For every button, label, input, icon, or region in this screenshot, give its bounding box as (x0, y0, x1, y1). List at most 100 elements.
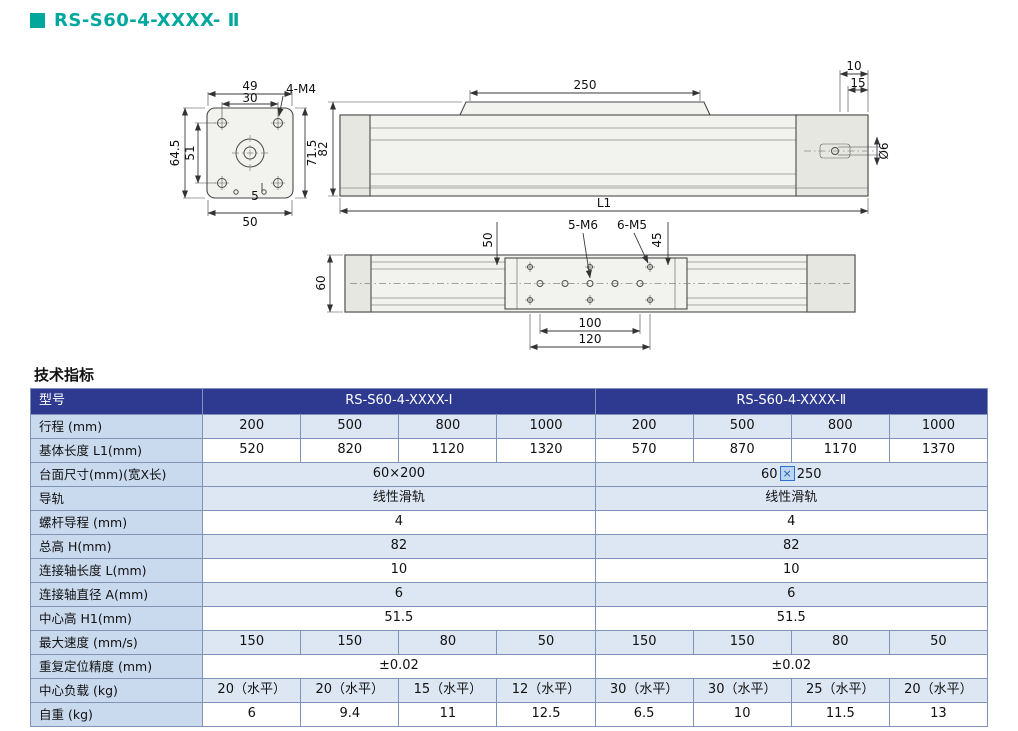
table-cell: 11.5 (790, 702, 890, 727)
page-title-text: RS-S60-4-XXXX- Ⅱ (54, 10, 240, 31)
dim-71-5: 71.5 (305, 140, 319, 167)
dim-82: 82 (316, 141, 330, 156)
table-row-stroke: 行程 (mm) 200 500 800 1000 200 500 800 100… (29, 414, 989, 439)
table-cell: 1000 (496, 414, 596, 439)
end-view-dims: 49 30 4-M4 64.5 51 71.5 5 50 (168, 79, 319, 229)
table-cell: 1320 (496, 438, 596, 463)
table-cell: 10 (594, 558, 989, 583)
side-view-dims: 250 10 15 82 L1 Ø6 (316, 59, 891, 215)
table-cell: 15（水平） (398, 678, 498, 703)
table-cell: 4 (202, 510, 596, 535)
table-row-base-length: 基体长度 L1(mm) 520 820 1120 1320 570 870 11… (29, 438, 989, 463)
table-cell: 51.5 (594, 606, 989, 631)
table-cell: 60×200 (202, 462, 596, 487)
dim-15: 15 (850, 76, 865, 90)
table-row-shaft-length: 连接轴长度 L(mm) 10 10 (29, 558, 989, 583)
table-cell: 30（水平） (594, 678, 694, 703)
table-cell: 800 (398, 414, 498, 439)
table-row-table-size: 台面尺寸(mm)(宽X长) 60×200 60×250 (29, 462, 989, 487)
table-cell: 6 (202, 582, 596, 607)
row-label: 重复定位精度 (mm) (29, 654, 204, 679)
row-label: 行程 (mm) (29, 414, 204, 439)
table-row-screw-lead: 螺杆导程 (mm) 4 4 (29, 510, 989, 535)
table-cell: 820 (300, 438, 400, 463)
table-size-value: 250 (796, 466, 822, 482)
table-cell: 80 (398, 630, 498, 655)
table-cell: 20（水平） (300, 678, 400, 703)
table-cell: 800 (790, 414, 890, 439)
table-cell: 1120 (398, 438, 498, 463)
table-cell: 50 (496, 630, 596, 655)
table-size-value: 60 (760, 466, 778, 482)
table-cell: 570 (594, 438, 694, 463)
table-cell: 20（水平） (888, 678, 989, 703)
dim-250: 250 (574, 78, 597, 92)
dim-5-M6: 5-M6 (568, 218, 598, 232)
technical-drawing: 49 30 4-M4 64.5 51 71.5 5 50 (168, 59, 891, 351)
dim-50-carriage: 50 (481, 232, 495, 247)
end-view (206, 107, 294, 199)
row-label: 最大速度 (mm/s) (29, 630, 204, 655)
table-cell: 线性滑轨 (202, 486, 596, 511)
title-bullet-icon (30, 13, 45, 28)
dim-45: 45 (650, 232, 664, 247)
table-cell: 60×250 (594, 462, 989, 487)
table-cell: 4 (594, 510, 989, 535)
table-cell: ±0.02 (594, 654, 989, 679)
table-row-max-speed: 最大速度 (mm/s) 150 150 80 50 150 150 80 50 (29, 630, 989, 655)
table-cell: 12（水平） (496, 678, 596, 703)
page-title: RS-S60-4-XXXX- Ⅱ (30, 10, 240, 31)
dim-10: 10 (846, 59, 861, 73)
row-label: 导轨 (29, 486, 204, 511)
row-label: 台面尺寸(mm)(宽X长) (29, 462, 204, 487)
row-label: 中心负载 (kg) (29, 678, 204, 703)
table-cell: 6.5 (594, 702, 694, 727)
table-cell: 10 (692, 702, 792, 727)
top-view-dims: 50 5-M6 6-M5 45 60 100 120 (314, 218, 672, 351)
dim-L1: L1 (597, 196, 611, 210)
row-label: 基体长度 L1(mm) (29, 438, 204, 463)
table-cell: 82 (202, 534, 596, 559)
dim-30: 30 (242, 91, 257, 105)
table-cell: 1370 (888, 438, 989, 463)
dim-51: 51 (183, 145, 197, 160)
dim-49: 49 (242, 79, 257, 93)
table-cell: 12.5 (496, 702, 596, 727)
table-cell: 11 (398, 702, 498, 727)
model-2-cell: RS-S60-4-XXXX-Ⅱ (594, 388, 989, 415)
table-cell: 50 (888, 630, 989, 655)
table-cell: 1000 (888, 414, 989, 439)
table-row-rail: 导轨 线性滑轨 线性滑轨 (29, 486, 989, 511)
row-label: 自重 (kg) (29, 702, 204, 727)
table-cell: 500 (300, 414, 400, 439)
table-row-total-height: 总高 H(mm) 82 82 (29, 534, 989, 559)
table-cell: 30（水平） (692, 678, 792, 703)
table-cell: 20（水平） (202, 678, 302, 703)
table-row-weight: 自重 (kg) 6 9.4 11 12.5 6.5 10 11.5 13 (29, 702, 989, 727)
table-cell: 150 (594, 630, 694, 655)
table-cell: 150 (692, 630, 792, 655)
table-cell: 500 (692, 414, 792, 439)
table-cell: ±0.02 (202, 654, 596, 679)
dim-64-5: 64.5 (168, 140, 182, 167)
table-cell: 13 (888, 702, 989, 727)
row-label: 中心高 H1(mm) (29, 606, 204, 631)
top-view (344, 254, 856, 313)
table-cell: 200 (594, 414, 694, 439)
dim-120: 120 (579, 332, 602, 346)
dim-60: 60 (314, 275, 328, 290)
table-row-center-load: 中心负载 (kg) 20（水平） 20（水平） 15（水平） 12（水平） 30… (29, 678, 989, 703)
dim-50-bottom: 50 (242, 215, 257, 229)
table-cell: 6 (202, 702, 302, 727)
table-row-repeatability: 重复定位精度 (mm) ±0.02 ±0.02 (29, 654, 989, 679)
table-cell: 25（水平） (790, 678, 890, 703)
table-cell: 150 (202, 630, 302, 655)
table-cell: 520 (202, 438, 302, 463)
table-cell: 870 (692, 438, 792, 463)
table-cell: 80 (790, 630, 890, 655)
spec-table-title: 技术指标 (34, 366, 95, 384)
table-cell: 82 (594, 534, 989, 559)
times-mark-box: × (779, 465, 795, 481)
row-label: 连接轴长度 L(mm) (29, 558, 204, 583)
table-row-model: 型号 RS-S60-4-XXXX-Ⅰ RS-S60-4-XXXX-Ⅱ (29, 388, 989, 415)
